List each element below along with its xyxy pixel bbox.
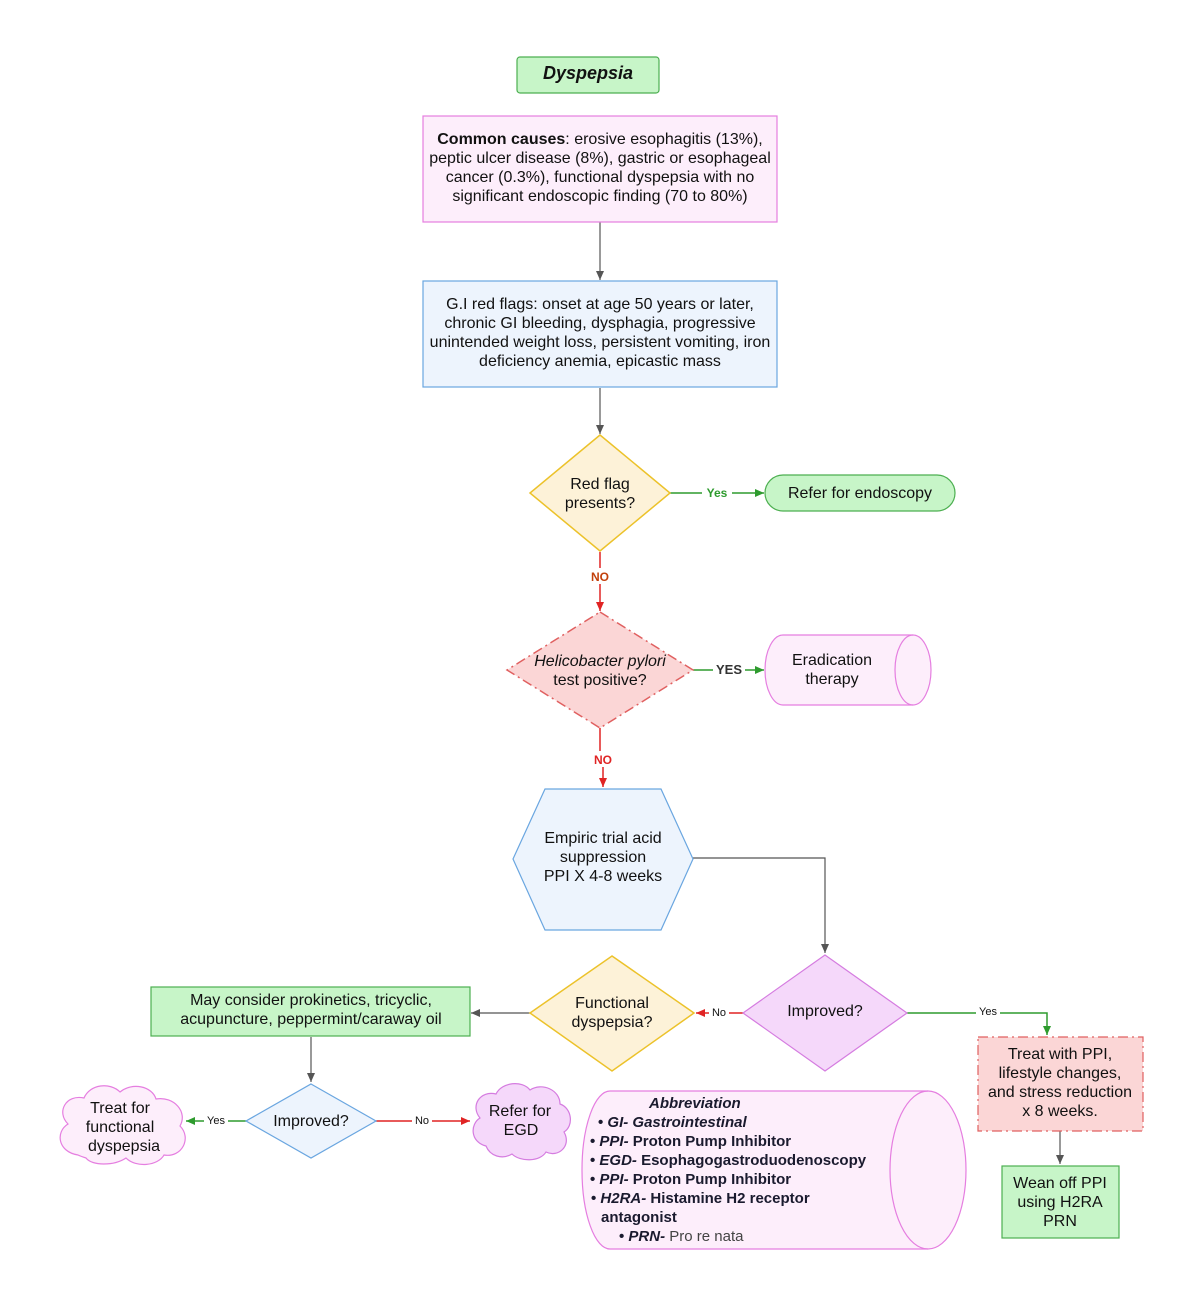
label-no-small: No xyxy=(415,1115,429,1127)
common-causes-line-2: peptic ulcer disease (8%), gastric or es… xyxy=(429,150,771,167)
label-yes-hpylori: YES xyxy=(716,662,742,677)
consider-line-2: acupuncture, peppermint/caraway oil xyxy=(180,1011,441,1028)
common-causes-label: Common causes xyxy=(437,131,565,148)
svg-text:• PRN- Pro re nata: • PRN- Pro re nata xyxy=(619,1228,744,1245)
treat-ppi-line-1: Treat with PPI, xyxy=(1008,1046,1112,1063)
red-flags-line-2: chronic GI bleeding, dysphagia, progress… xyxy=(444,315,755,332)
decision-red-flag: Red flag presents? xyxy=(528,434,672,552)
improved-small-text: Improved? xyxy=(273,1113,349,1130)
treat-functional-node: Treat for functional dyspepsia xyxy=(59,1085,186,1165)
decision-hpylori: Helicobacter pylori test positive? xyxy=(505,611,695,729)
empiric-line-1: Empiric trial acid xyxy=(544,830,661,847)
red-flags-node: G.I red flags: onset at age 50 years or … xyxy=(422,280,778,388)
treat-functional-line-3: dyspepsia xyxy=(88,1138,160,1155)
common-causes-node: Common causes: erosive esophagitis (13%)… xyxy=(422,115,778,223)
treat-functional-line-1: Treat for xyxy=(90,1100,151,1117)
label-yes-small: Yes xyxy=(207,1115,225,1127)
decision-hpylori-line-1: Helicobacter pylori xyxy=(534,653,666,670)
svg-text:• PPI- Proton Pump Inhibitor: • PPI- Proton Pump Inhibitor xyxy=(590,1133,791,1150)
wean-off-line-3: PRN xyxy=(1043,1213,1077,1230)
functional-line-1: Functional xyxy=(575,995,649,1012)
label-yes-improved: Yes xyxy=(979,1006,997,1018)
abbr-item-4-desc: Proton Pump Inhibitor xyxy=(629,1171,792,1188)
edge-empiric-improved xyxy=(693,857,829,953)
decision-red-flag-line-2: presents? xyxy=(565,495,635,512)
common-causes-line-3: cancer (0.3%), functional dyspepsia with… xyxy=(446,169,755,186)
svg-text:• GI- Gastrointestinal: • GI- Gastrointestinal xyxy=(598,1114,747,1131)
svg-text:• EGD- Esophagogastroduodenosc: • EGD- Esophagogastroduodenoscopy xyxy=(590,1152,867,1169)
consider-line-1: May consider prokinetics, tricyclic, xyxy=(190,992,432,1009)
abbr-item-5-continuation: antagonist xyxy=(601,1209,677,1226)
wean-off-line-1: Wean off PPI xyxy=(1013,1175,1107,1192)
svg-text:Common causes: erosive esophag: Common causes: erosive esophagitis (13%)… xyxy=(437,131,762,148)
refer-egd-line-1: Refer for xyxy=(489,1103,552,1120)
svg-text:• H2RA- Histamine H2 receptor: • H2RA- Histamine H2 receptor xyxy=(591,1190,810,1207)
consider-node: May consider prokinetics, tricyclic, acu… xyxy=(150,986,471,1037)
treat-ppi-line-2: lifestyle changes, xyxy=(999,1065,1122,1082)
treat-ppi-node: Treat with PPI, lifestyle changes, and s… xyxy=(977,1036,1144,1132)
edge-improved-yes xyxy=(907,1012,1051,1035)
abbr-item-2-desc: Proton Pump Inhibitor xyxy=(629,1133,792,1150)
eradication-line-2: therapy xyxy=(805,671,858,688)
svg-text:• PPI- Proton Pump Inhibitor: • PPI- Proton Pump Inhibitor xyxy=(590,1171,791,1188)
functional-line-2: dyspepsia? xyxy=(572,1014,653,1031)
refer-endoscopy-node: Refer for endoscopy xyxy=(764,474,956,512)
abbr-item-3-desc: Esophagogastroduodenoscopy xyxy=(637,1152,867,1169)
red-flags-line-4: deficiency anemia, epicastic mass xyxy=(479,353,721,370)
common-causes-line-4: significant endoscopic finding (70 to 80… xyxy=(452,188,747,205)
title-text: Dyspepsia xyxy=(543,63,633,83)
decision-hpylori-line-2: test positive? xyxy=(553,672,646,689)
empiric-line-2: suppression xyxy=(560,849,646,866)
eradication-node: Eradication therapy xyxy=(764,634,932,706)
eradication-line-1: Eradication xyxy=(792,652,872,669)
red-flags-line-3: unintended weight loss, persistent vomit… xyxy=(430,334,771,351)
abbr-item-5-abbr: H2RA- xyxy=(600,1190,646,1207)
label-yes-redflag: Yes xyxy=(707,486,728,500)
decision-improved-main: Improved? xyxy=(741,954,909,1072)
red-flags-line-1: G.I red flags: onset at age 50 years or … xyxy=(446,296,754,313)
abbr-item-3-abbr: EGD- xyxy=(599,1152,637,1169)
abbr-item-6-desc: Pro re nata xyxy=(665,1228,744,1245)
abbreviation-box: Abbreviation • GI- Gastrointestinal • PP… xyxy=(581,1090,967,1250)
abbr-item-1: GI- Gastrointestinal xyxy=(607,1114,747,1131)
abbr-item-5-desc: Histamine H2 receptor xyxy=(646,1190,810,1207)
abbr-item-2-abbr: PPI- xyxy=(599,1133,628,1150)
treat-ppi-line-3: and stress reduction xyxy=(988,1084,1132,1101)
abbr-item-4-abbr: PPI- xyxy=(599,1171,628,1188)
wean-off-node: Wean off PPI using H2RA PRN xyxy=(1001,1165,1120,1239)
treat-ppi-line-4: x 8 weeks. xyxy=(1022,1103,1098,1120)
wean-off-line-2: using H2RA xyxy=(1017,1194,1103,1211)
label-no-hpylori: NO xyxy=(594,753,612,767)
decision-red-flag-line-1: Red flag xyxy=(570,476,630,493)
label-no-redflag: NO xyxy=(591,570,609,584)
empiric-line-3: PPI X 4-8 weeks xyxy=(544,868,662,885)
edge-labels: Yes NO YES NO No Yes Yes No xyxy=(204,485,1000,1128)
refer-egd-node: Refer for EGD xyxy=(472,1083,571,1161)
decision-functional: Functional dyspepsia? xyxy=(528,955,696,1072)
improved-main-text: Improved? xyxy=(787,1003,863,1020)
refer-endoscopy-text: Refer for endoscopy xyxy=(788,485,932,502)
abbreviation-heading: Abbreviation xyxy=(648,1095,741,1112)
title-node: Dyspepsia xyxy=(516,56,660,94)
treat-functional-line-2: functional xyxy=(86,1119,155,1136)
common-causes-line-1: : erosive esophagitis (13%), xyxy=(565,131,762,148)
refer-egd-line-2: EGD xyxy=(504,1122,539,1139)
decision-improved-small: Improved? xyxy=(244,1083,378,1159)
label-no-improved: No xyxy=(712,1007,726,1019)
empiric-node: Empiric trial acid suppression PPI X 4-8… xyxy=(512,788,694,931)
abbr-item-6-abbr: PRN- xyxy=(628,1228,665,1245)
